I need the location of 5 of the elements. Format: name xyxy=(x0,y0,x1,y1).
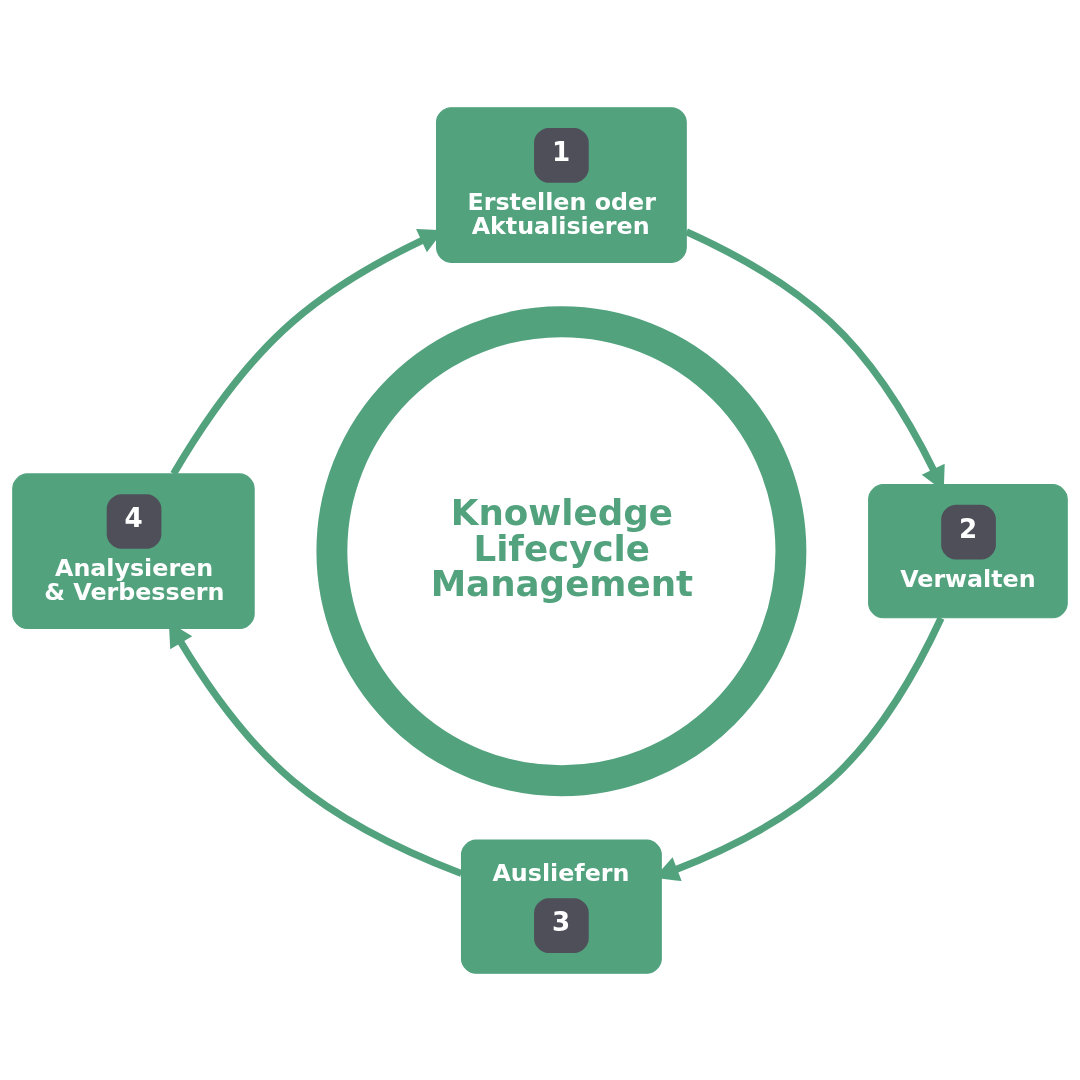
node-box: Ausliefern 3 xyxy=(460,839,662,974)
node-circle: Knowledge Lifecycle Management xyxy=(316,305,807,796)
node-box: 2 Verwalten xyxy=(868,483,1068,618)
node-box: 1 Erstellen oder Aktualisieren xyxy=(436,106,687,263)
node-box: 4 Analysieren & Verbessern xyxy=(12,472,255,629)
